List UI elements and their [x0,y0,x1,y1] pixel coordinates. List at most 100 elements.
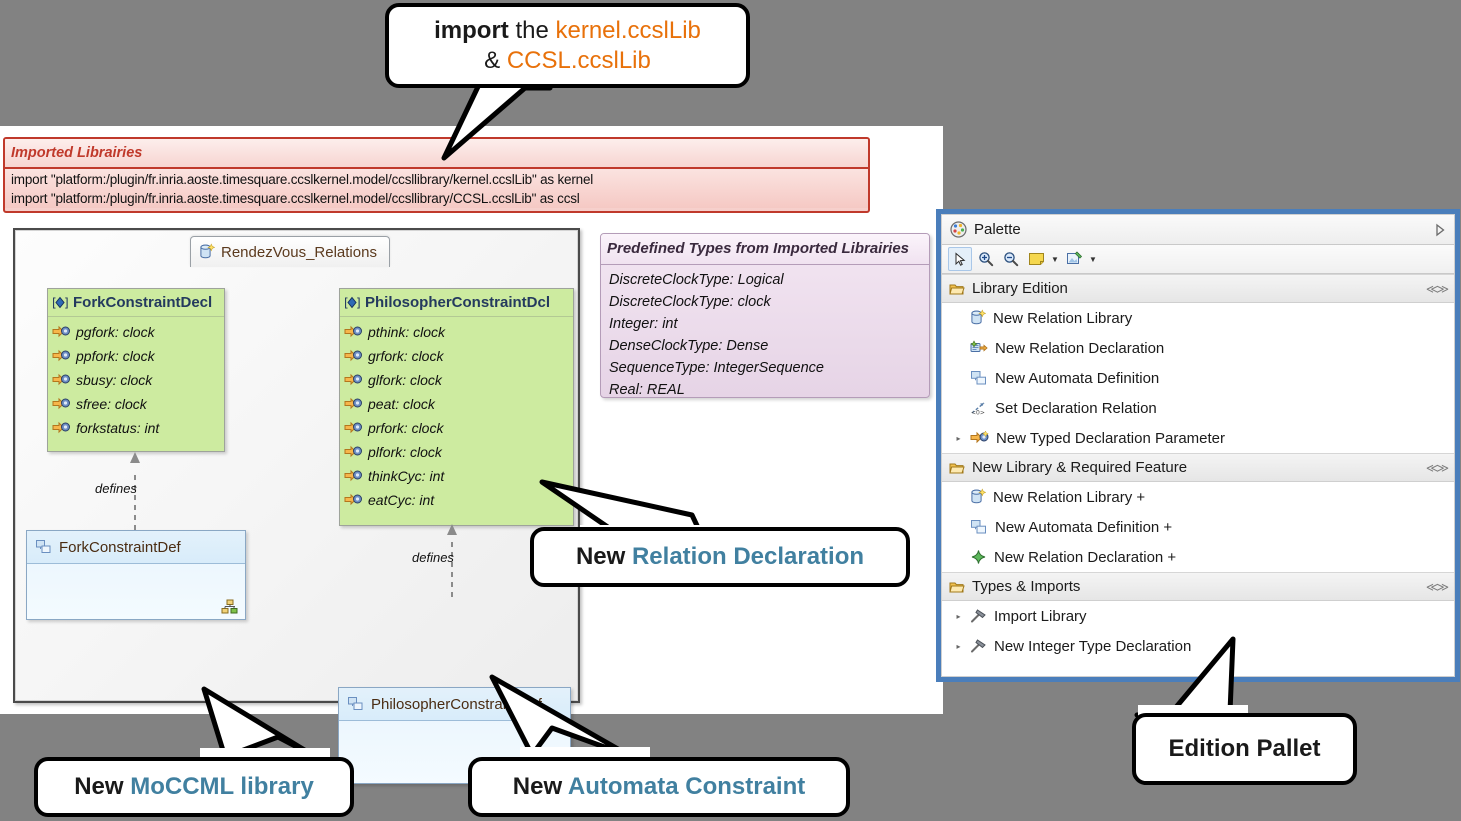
palette-item-new-automata-definition[interactable]: ▸ New Automata Definition [942,363,1454,393]
palette-item-new-automata-definition-plus[interactable]: ▸ New Automata Definition + [942,512,1454,542]
parameter-arrow-icon [344,397,362,410]
class-attribute: sfree: clock [52,392,220,416]
callout-ac-accent: Automata Constraint [567,773,806,800]
class-box-philosopherconstraintdcl[interactable]: [ ] PhilosopherConstraintDcl pthink: clo… [339,288,574,526]
expand-arrow-icon[interactable]: ▸ [956,641,961,651]
expand-arrow-icon[interactable]: ▸ [956,433,961,443]
class-name: ForkConstraintDecl [73,294,213,311]
palette-item-new-relation-declaration[interactable]: ▸ New Relation Declaration [942,333,1454,363]
palette-item-label: New Typed Declaration Parameter [996,429,1225,447]
note-icon [1028,252,1044,265]
palette-drawer-types-imports[interactable]: Types & Imports ≪≫ [942,572,1454,601]
predefined-types-panel: Predefined Types from Imported Librairie… [600,233,930,398]
palette-item-new-relation-library[interactable]: ▸ New Relation Library [942,303,1454,333]
parameter-arrow-icon [52,421,70,434]
collapse-icon[interactable]: ≪≫ [1425,281,1449,296]
attribute-label: sfree: clock [76,396,147,412]
class-attribute: glfork: clock [344,368,569,392]
collapse-icon[interactable]: ≪≫ [1425,579,1449,594]
palette-drawer-new-library-required-feature[interactable]: New Library & Required Feature ≪≫ [942,453,1454,482]
expand-arrow-icon[interactable] [1434,223,1446,237]
parameter-arrow-icon [52,349,70,362]
parameter-arrow-icon [52,397,70,410]
svg-text:[: [ [52,296,57,310]
attribute-label: peat: clock [368,396,435,412]
palette-item-import-library[interactable]: ▸ Import Library [942,601,1454,631]
predefined-types-body: DiscreteClockType: Logical DiscreteClock… [601,265,929,397]
automata-definition-icon [348,697,363,710]
callout-import-line2-pre: & [484,46,507,74]
diagram-tab-rendezvous-relations[interactable]: RendezVous_Relations [190,236,390,267]
svg-text:<0>: <0> [971,410,985,417]
zoom-out-icon [1004,252,1019,267]
palette-item-label: New Automata Definition [995,369,1160,387]
diagram-connectors [130,452,457,597]
callout-ac-bold: New [512,773,568,800]
class-attribute: forkstatus: int [52,416,220,440]
callout-import-bold: import [434,16,509,44]
attach-note-caret-icon[interactable]: ▼ [1089,254,1097,264]
attach-note-tool-button[interactable] [1063,248,1085,270]
expand-arrow-icon[interactable]: ▸ [956,611,961,621]
parameter-arrow-icon [344,421,362,434]
zoom-in-button[interactable] [975,248,997,270]
drawer-title: Types & Imports [972,578,1081,595]
palette-item-new-relation-library-plus[interactable]: ▸ New Relation Library + [942,482,1454,512]
link-label-defines: defines [412,550,454,565]
relation-library-icon [971,488,986,504]
attribute-label: pgfork: clock [76,324,155,340]
palette-item-new-relation-declaration-plus[interactable]: ▸ New Relation Declaration + [942,542,1454,572]
palette-item-new-typed-declaration-parameter[interactable]: ▸ New Typed Declaration Parameter [942,423,1454,453]
collapse-icon[interactable]: ≪≫ [1425,460,1449,475]
predefined-type-entry: Integer: int [609,316,678,332]
palette-item-label: New Relation Declaration + [994,548,1177,566]
hammer-icon [971,639,986,653]
callout-relation-declaration-text: New Relation Declaration [576,542,864,572]
class-attributes: pthink: clock grfork: clock glfork: cloc… [340,317,573,515]
callout-moccml-library: New MoCCML library [34,757,354,817]
class-attribute: sbusy: clock [52,368,220,392]
palette-item-label: New Relation Declaration [995,339,1165,357]
parameter-arrow-icon [344,373,362,386]
attribute-label: glfork: clock [368,372,442,388]
parameter-arrow-icon [344,469,362,482]
note-tool-button[interactable] [1025,248,1047,270]
palette-item-label: New Relation Library + [993,488,1146,506]
drawer-title: Library Edition [972,280,1068,297]
select-tool-button[interactable] [948,247,972,271]
parameter-arrow-icon [344,349,362,362]
callout-edition-pallet-text: Edition Pallet [1168,735,1321,762]
open-folder-icon [949,284,965,294]
relation-library-icon [971,309,986,325]
palette-drawer-library-edition[interactable]: Library Edition ≪≫ [942,274,1454,303]
imported-libraries-body: import "platform:/plugin/fr.inria.aoste.… [5,169,868,208]
predefined-type-entry: DiscreteClockType: clock [609,294,771,310]
predefined-type-entry: DiscreteClockType: Logical [609,272,784,288]
zoom-in-icon [979,252,994,267]
palette-item-new-integer-type-declaration[interactable]: ▸ New Integer Type Declaration [942,631,1454,661]
class-box-forkconstraintdecl[interactable]: [ ] ForkConstraintDecl pgfork: clock ppf… [47,288,225,452]
automata-definition-icon [36,540,51,553]
class-attribute: prfork: clock [344,416,569,440]
typed-parameter-icon [970,430,989,444]
note-tool-caret-icon[interactable]: ▼ [1051,254,1059,264]
attribute-label: forkstatus: int [76,420,160,436]
attribute-label: plfork: clock [368,444,442,460]
callout-ml-accent: MoCCML library [130,773,314,800]
callout-import-text: import the kernel.ccslLib & CCSL.ccslLib [434,16,701,76]
relation-declaration-icon: [ ] [344,296,360,310]
attribute-label: pthink: clock [368,324,446,340]
parameter-arrow-icon [344,325,362,338]
zoom-out-button[interactable] [1000,248,1022,270]
palette-item-label: Import Library [994,607,1087,625]
callout-automata-constraint-text: New Automata Constraint [513,772,805,802]
callout-rd-accent: Relation Declaration [631,543,865,570]
open-folder-icon [949,582,965,592]
callout-import: import the kernel.ccslLib & CCSL.ccslLib [385,3,750,88]
class-attribute: peat: clock [344,392,569,416]
definition-body [27,564,245,620]
definition-box-forkconstraintdef[interactable]: ForkConstraintDef [26,530,246,620]
class-attribute: pgfork: clock [52,320,220,344]
palette-item-set-declaration-relation[interactable]: ▸ <0> Set Declaration Relation [942,393,1454,423]
automata-graph-icon [221,599,238,614]
